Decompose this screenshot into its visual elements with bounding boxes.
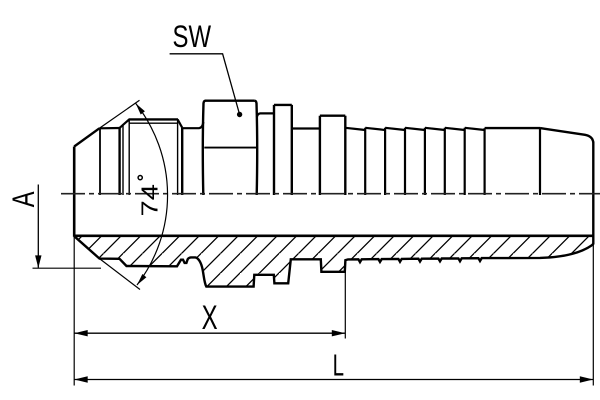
svg-text:SW: SW bbox=[173, 18, 212, 54]
svg-text:74: 74 bbox=[137, 184, 163, 217]
svg-text:X: X bbox=[202, 299, 218, 337]
svg-text:L: L bbox=[333, 348, 344, 383]
svg-text:A: A bbox=[5, 192, 41, 208]
